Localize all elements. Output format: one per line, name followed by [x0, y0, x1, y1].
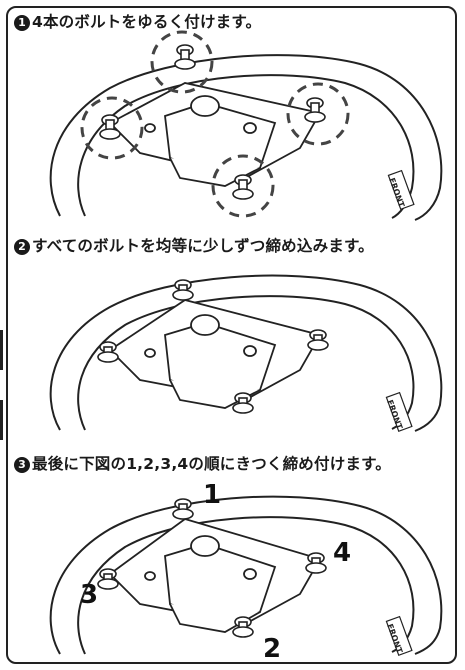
side-tick-bottom — [0, 400, 3, 440]
dashed-highlight-circles — [80, 30, 350, 218]
step-2-number: 2 — [14, 239, 30, 255]
order-label-1: 1 — [203, 480, 222, 510]
step-2-text: すべてのボルトを均等に少しずつ締め込みます。 — [32, 237, 374, 255]
front-tag — [387, 169, 415, 210]
step-2-illustration: FRONT — [49, 274, 443, 432]
step-3-illustration: FRONT — [49, 495, 443, 656]
step-1-text: 4本のボルトをゆるく付けます。 — [32, 13, 262, 31]
step-1-number: 1 — [14, 15, 30, 31]
seat-outline — [49, 54, 443, 221]
step-3-text: 最後に下図の1,2,3,4の順にきつく締め付けます。 — [32, 455, 391, 473]
order-label-4: 4 — [333, 538, 352, 568]
order-label-3: 3 — [80, 580, 99, 610]
step-1-illustration: FRONT — [49, 30, 443, 221]
order-label-2: 2 — [263, 634, 282, 664]
step-3-number: 3 — [14, 457, 30, 473]
mount-plate — [108, 82, 322, 187]
bolts — [99, 44, 326, 200]
side-tick-top — [0, 330, 3, 370]
instruction-frame — [6, 6, 457, 664]
